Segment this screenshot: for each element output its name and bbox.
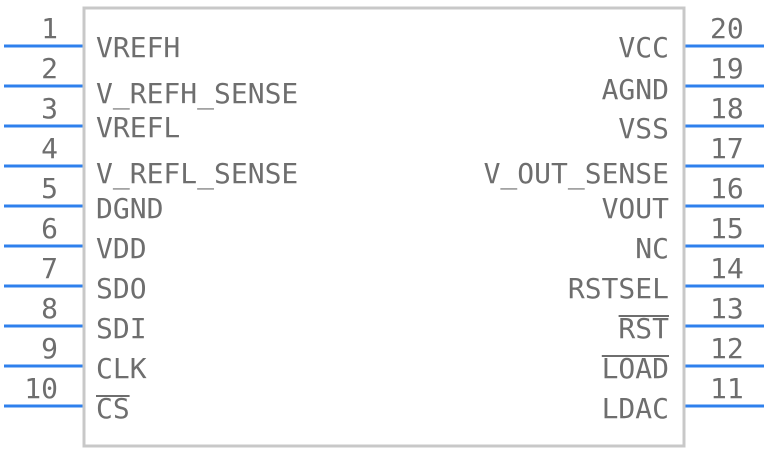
pin-19-number: 19: [710, 52, 744, 85]
pin-1-number: 1: [41, 12, 58, 45]
pin-1-label: VREFH: [96, 31, 180, 64]
pin-10-number: 10: [24, 372, 58, 405]
pin-4-label: V_REFL_SENSE: [96, 157, 298, 191]
pin-3-label: VREFL: [96, 111, 180, 144]
pin-2-label: V_REFH_SENSE: [96, 77, 298, 111]
component-body: [82, 6, 686, 448]
pin-11-label: LDAC: [602, 392, 669, 425]
pin-20-label: VCC: [618, 31, 669, 64]
pin-12-label: LOAD: [602, 352, 669, 385]
pin-18-number: 18: [710, 92, 744, 125]
pin-7-number: 7: [41, 252, 58, 285]
pin-6-number: 6: [41, 212, 58, 245]
pin-5-label: DGND: [96, 192, 163, 225]
pin-16-label: VOUT: [602, 192, 670, 225]
pin-11-number: 11: [710, 372, 744, 405]
pin-4-number: 4: [41, 132, 58, 165]
pin-17-number: 17: [710, 132, 744, 165]
pin-16-number: 16: [710, 172, 744, 205]
pin-13-label: RST: [618, 312, 669, 345]
pin-18-label: VSS: [618, 112, 669, 145]
pin-10-label: CS: [96, 392, 130, 425]
pin-13-number: 13: [710, 292, 744, 325]
pin-14-number: 14: [710, 252, 744, 285]
pin-7-label: SDO: [96, 272, 147, 305]
pin-8-number: 8: [41, 292, 58, 325]
pin-8-label: SDI: [96, 312, 147, 345]
pin-20-number: 20: [710, 12, 744, 45]
pin-3-number: 3: [41, 92, 58, 125]
pin-15-label: NC: [635, 232, 669, 265]
pin-19-label: AGND: [602, 73, 669, 106]
pin-5-number: 5: [41, 172, 58, 205]
pin-9-number: 9: [41, 332, 58, 365]
pin-14-label: RSTSEL: [568, 272, 669, 305]
pin-17-label: V_OUT_SENSE: [484, 157, 669, 191]
pin-2-number: 2: [41, 52, 58, 85]
pin-6-label: VDD: [96, 232, 147, 265]
pins-layer: [4, 44, 764, 408]
pin-12-number: 12: [710, 332, 744, 365]
pin-9-label: CLK: [96, 352, 147, 385]
pin-15-number: 15: [710, 212, 744, 245]
